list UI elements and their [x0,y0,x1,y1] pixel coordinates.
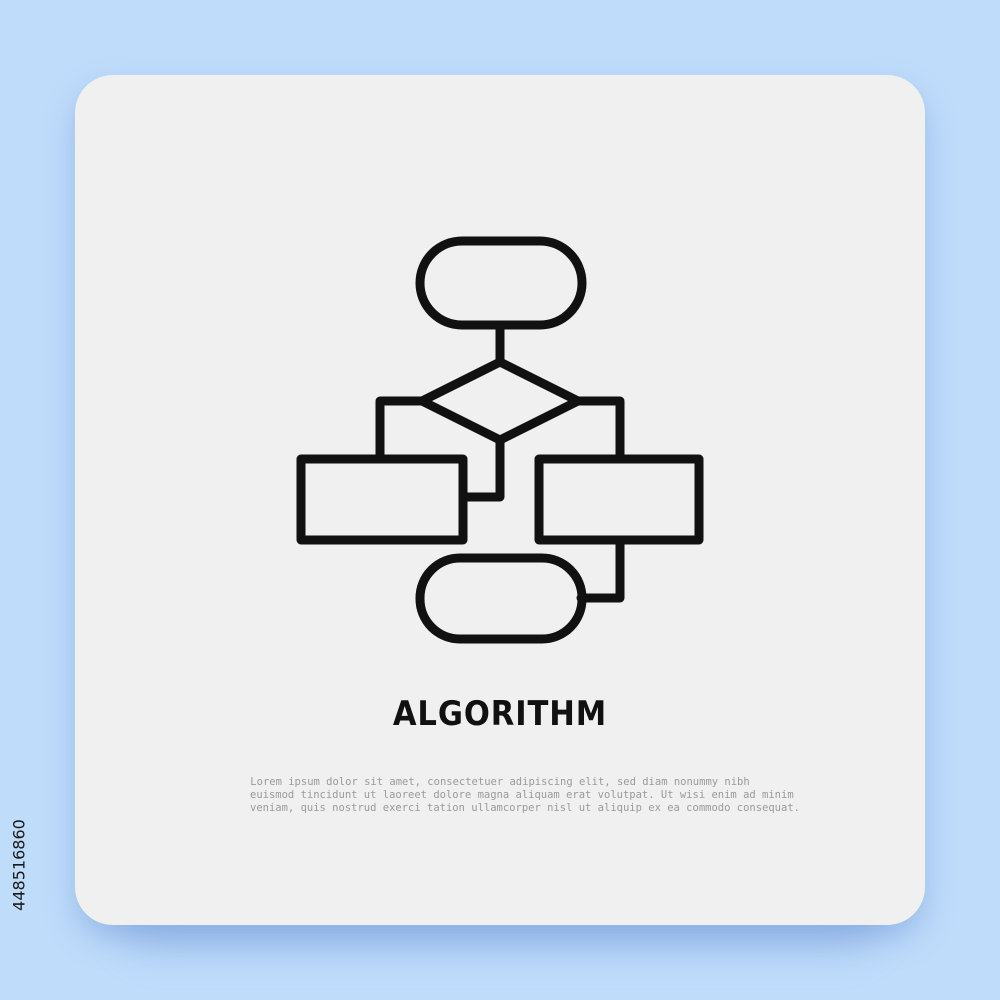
end-connector-line [576,535,625,603]
stock-id-label: 448516860 [4,760,34,970]
description-line: euismod tincidunt ut laoreet dolore magn… [250,789,794,801]
decision-diamond-shape [417,357,583,445]
left-branch-line [375,396,427,464]
stock-id-text: 448516860 [9,819,29,911]
right-branch-line [573,396,625,464]
start-terminal-shape [415,236,587,330]
title-heading: ALGORITHM [392,694,608,734]
end-terminal-shape [415,553,587,644]
description-line: veniam, quis nostrud exerci tation ullam… [250,802,800,814]
right-process-box [534,454,704,545]
description-text: Lorem ipsum dolor sit amet, consectetuer… [250,776,800,815]
merge-connector-line [458,435,505,502]
description-line: Lorem ipsum dolor sit amet, consectetuer… [250,776,750,788]
left-process-box [296,454,468,545]
